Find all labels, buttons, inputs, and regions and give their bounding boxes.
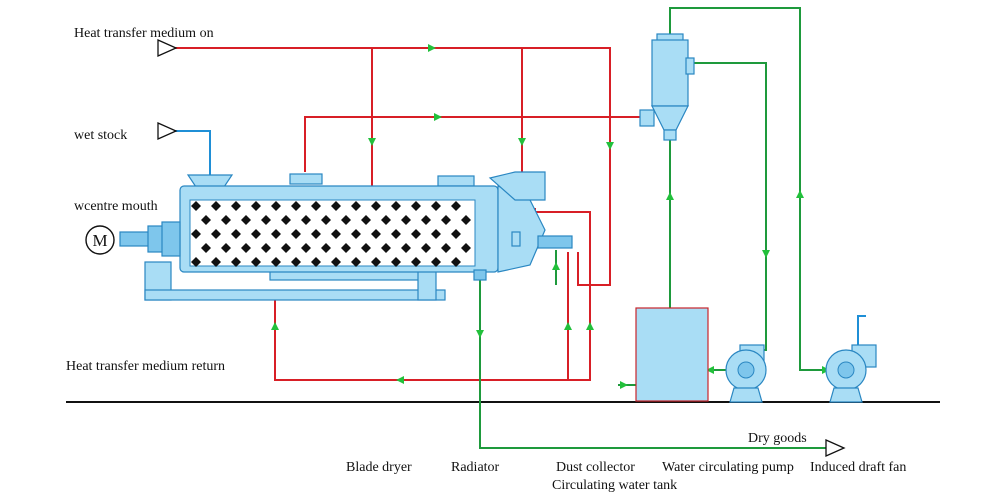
blade-mark (351, 201, 361, 211)
blade-mark (331, 257, 341, 267)
blade-mark (321, 215, 331, 225)
dry-goods-marker (825, 438, 846, 458)
blade-mark (381, 243, 391, 253)
blade-mark (371, 229, 381, 239)
blade-mark (251, 229, 261, 239)
blade-mark (341, 243, 351, 253)
blade-mark (371, 257, 381, 267)
circulating-water-tank (635, 307, 709, 402)
blade-mark (201, 215, 211, 225)
blade-mark (221, 243, 231, 253)
blade-mark (271, 257, 281, 267)
blade-mark (201, 243, 211, 253)
blade-mark (401, 243, 411, 253)
blade-mark (431, 229, 441, 239)
heat-on-marker (157, 38, 178, 58)
blade-mark (191, 257, 201, 267)
legend-blade-dryer: Blade dryer (346, 460, 412, 475)
blade-mark (381, 215, 391, 225)
blade-mark (331, 201, 341, 211)
label-wet-stock: wet stock (74, 128, 127, 143)
blade-mark (191, 201, 201, 211)
blade-mark (351, 257, 361, 267)
legend-induced-draft-fan: Induced draft fan (810, 460, 906, 475)
blade-mark (451, 257, 461, 267)
blade-mark (291, 201, 301, 211)
label-dry-goods: Dry goods (748, 431, 807, 446)
blade-mark (421, 243, 431, 253)
blade-mark (331, 229, 341, 239)
blade-mark (281, 215, 291, 225)
blade-mark (261, 215, 271, 225)
blade-mark (311, 201, 321, 211)
blade-mark (291, 257, 301, 267)
blade-mark (411, 201, 421, 211)
feed-lines (175, 130, 866, 350)
blade-mark (441, 243, 451, 253)
blade-mark (191, 229, 201, 239)
blade-mark (391, 201, 401, 211)
blade-mark (311, 229, 321, 239)
blade-mark (441, 215, 451, 225)
blade-mark (231, 201, 241, 211)
blade-mark (251, 257, 261, 267)
blade-mark (411, 257, 421, 267)
blade-mark (241, 243, 251, 253)
blade-mark (361, 215, 371, 225)
blade-mark (261, 243, 271, 253)
blade-mark (311, 257, 321, 267)
dust-collector (639, 33, 695, 141)
blade-mark (281, 243, 291, 253)
blade-mark (431, 201, 441, 211)
flow-arrows (271, 44, 830, 389)
induced-draft-fan (825, 344, 877, 403)
io-markers (157, 38, 846, 458)
blade-mark (361, 243, 371, 253)
water-circulating-pump (725, 344, 767, 403)
motor-symbol: M (92, 231, 107, 250)
blade-mark (431, 257, 441, 267)
wet-stock-marker (157, 121, 178, 141)
blade-dryer (119, 171, 573, 301)
blade-mark (221, 215, 231, 225)
blade-mark (231, 257, 241, 267)
blade-mark (341, 215, 351, 225)
legend-radiator: Radiator (451, 460, 500, 475)
blade-mark (211, 257, 221, 267)
blade-mark (301, 215, 311, 225)
blade-mark (351, 229, 361, 239)
blade-mark (411, 229, 421, 239)
blade-mark (301, 243, 311, 253)
legend-dust-collector: Dust collector (556, 460, 635, 475)
label-wcentre-mouth: wcentre mouth (74, 199, 158, 214)
label-heat-return: Heat transfer medium return (66, 359, 225, 374)
blade-mark (241, 215, 251, 225)
motor: M (85, 225, 115, 255)
blade-mark (421, 215, 431, 225)
blade-mark (391, 257, 401, 267)
blade-mark (461, 243, 471, 253)
blade-mark (211, 229, 221, 239)
blade-mark (231, 229, 241, 239)
blade-mark (461, 215, 471, 225)
blade-mark (271, 201, 281, 211)
blade-mark (211, 201, 221, 211)
label-heat-on: Heat transfer medium on (74, 26, 214, 41)
blade-mark (251, 201, 261, 211)
blade-mark (391, 229, 401, 239)
blade-mark (271, 229, 281, 239)
legend-circulating-water-tank: Circulating water tank (552, 478, 677, 493)
blade-mark (401, 215, 411, 225)
blade-mark (451, 229, 461, 239)
blade-mark (451, 201, 461, 211)
blade-mark (291, 229, 301, 239)
blade-mark (371, 201, 381, 211)
blade-mark (321, 243, 331, 253)
legend-water-circulating-pump: Water circulating pump (662, 460, 794, 475)
dryer-blades (191, 201, 471, 267)
